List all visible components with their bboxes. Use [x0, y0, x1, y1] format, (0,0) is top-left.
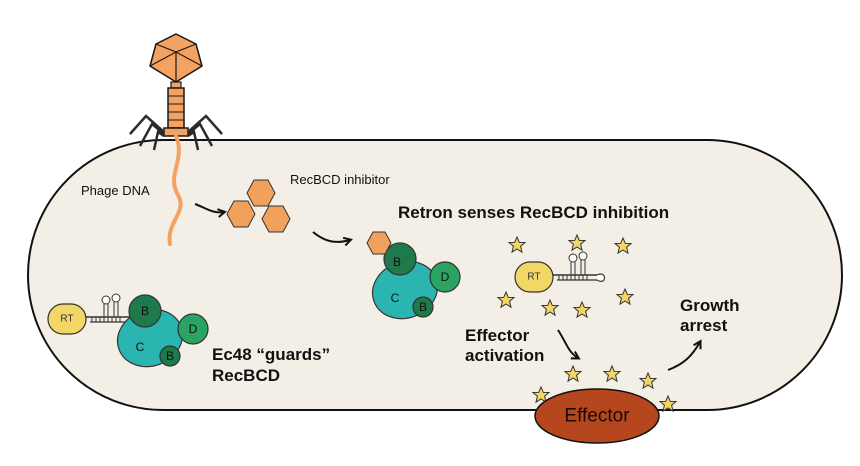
rt-label-left: RT: [60, 314, 73, 325]
recd-label-mid: D: [441, 270, 450, 284]
arrow-growth-arrest: [667, 342, 700, 371]
phage-icon: [129, 33, 223, 151]
rt-protein-icon: [47, 303, 87, 335]
inhibited-recbcd: B C D B: [366, 231, 461, 320]
recb-subunit-left: [128, 294, 162, 328]
recbcd-inhibitor-label: RecBCD inhibitor: [290, 172, 390, 187]
ec48-guards-label-1: Ec48 “guards”: [212, 345, 330, 364]
recb-label-mid: B: [393, 255, 401, 269]
recd-subunit-mid: [429, 261, 461, 293]
retron-senses-heading: Retron senses RecBCD inhibition: [398, 203, 669, 222]
recb-small-subunit-left: [159, 345, 181, 367]
effector-activation-label-1: Effector: [465, 326, 530, 345]
phage-dna-label: Phage DNA: [81, 183, 150, 198]
recd-label-left: D: [189, 322, 198, 336]
retron-rt-right: RT: [514, 251, 606, 293]
growth-arrest-label-1: Growth: [680, 296, 740, 315]
recbcd-inhibitor-icon: [226, 179, 291, 233]
effector-activation-label-2: activation: [465, 346, 544, 365]
recd-subunit-left: [177, 313, 209, 345]
arrow-effector-activation: [557, 329, 578, 358]
bound-inhibitor-icon: [366, 231, 392, 255]
recb-label-left: B: [141, 304, 149, 318]
phage-dna-strand: [167, 134, 183, 246]
recb-small-subunit-mid: [412, 296, 434, 318]
recb-small-label-mid: B: [419, 300, 427, 314]
rt-protein-icon-right: [514, 261, 554, 293]
ec48-retron-left: RT B C D B: [47, 293, 209, 368]
recb-subunit-mid: [383, 242, 417, 276]
recc-label-mid: C: [391, 291, 400, 305]
growth-arrest-label-2: arrest: [680, 316, 728, 335]
effector-protein: [534, 388, 660, 444]
effector-label: Effector: [564, 406, 630, 427]
ec48-guards-label-2: RecBCD: [212, 366, 280, 385]
recb-small-label-left: B: [166, 349, 174, 363]
rt-label-right: RT: [527, 272, 540, 283]
recc-label-left: C: [136, 340, 145, 354]
arrow-dna-to-inhibitor: [194, 203, 224, 212]
arrow-inhibitor-to-complex: [312, 231, 350, 242]
